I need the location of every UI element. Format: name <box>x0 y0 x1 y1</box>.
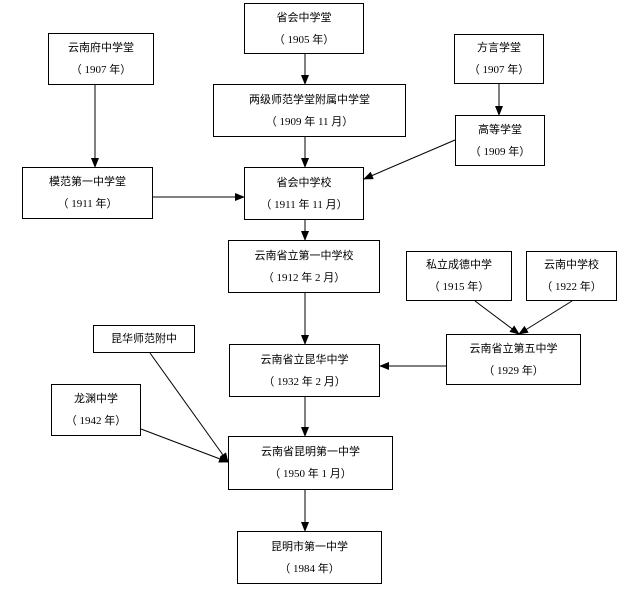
node-kunhua-fuzhong: 昆华师范附中 <box>93 325 195 353</box>
node-year: （ 1912 年 2 月） <box>262 271 346 284</box>
node-year: （ 1907 年） <box>468 64 530 76</box>
node-longyuan: 龙渊中学 （ 1942 年） <box>51 384 141 436</box>
node-name: 方言学堂 <box>477 41 521 54</box>
node-name: 模范第一中学堂 <box>49 175 126 188</box>
node-yunnan-zx: 云南中学校 （ 1922 年） <box>526 251 617 301</box>
node-mofan: 模范第一中学堂 （ 1911 年） <box>22 167 153 219</box>
node-year: （ 1950 年 1 月） <box>269 468 352 480</box>
node-year: （ 1922 年） <box>541 281 602 293</box>
node-year: （ 1909 年） <box>469 145 531 158</box>
node-year: （ 1911 年 11 月） <box>260 198 348 211</box>
node-kunhua: 云南省立昆华中学 （ 1932 年 2 月） <box>229 344 380 397</box>
node-gaodeng: 高等学堂 （ 1909 年） <box>455 115 545 166</box>
node-name: 龙渊中学 <box>74 392 118 405</box>
arrow-kunhua-fuzhong-to-kunming-diyi <box>149 352 229 463</box>
node-kunmingshi: 昆明市第一中学 （ 1984 年） <box>237 531 382 584</box>
node-name: 云南省立昆华中学 <box>260 352 349 366</box>
node-name: 云南中学校 <box>544 258 599 271</box>
arrow-sili-to-diwu <box>474 300 520 335</box>
node-diyi: 云南省立第一中学校 （ 1912 年 2 月） <box>228 240 380 293</box>
arrow-gaodeng-to-shenghui-xuexiao <box>363 139 456 180</box>
node-fangyan: 方言学堂 （ 1907 年） <box>454 34 544 84</box>
node-name: 省会中学校 <box>276 175 332 189</box>
node-shenghui-xuetang: 省会中学堂 （ 1905 年） <box>244 3 364 54</box>
node-sili: 私立成德中学 （ 1915 年） <box>406 251 512 301</box>
node-name: 昆明市第一中学 <box>271 539 348 553</box>
node-name: 私立成德中学 <box>426 258 492 271</box>
node-year: （ 1984 年） <box>279 562 340 575</box>
node-name: 云南府中学堂 <box>68 41 134 54</box>
node-name: 省会中学堂 <box>276 10 332 24</box>
node-year: （ 1915 年） <box>428 281 490 293</box>
node-name: 两级师范学堂附属中学堂 <box>249 92 370 106</box>
node-yunnanfu: 云南府中学堂 （ 1907 年） <box>48 33 154 85</box>
node-year: （ 1911 年） <box>57 198 118 210</box>
node-shenghui-xuexiao: 省会中学校 （ 1911 年 11 月） <box>244 167 364 220</box>
node-year: （ 1909 年 11 月） <box>265 115 354 128</box>
arrow-longyuan-to-kunming-diyi <box>140 428 229 463</box>
node-name: 云南省昆明第一中学 <box>261 445 360 458</box>
node-diwu: 云南省立第五中学 （ 1929 年） <box>446 334 581 385</box>
node-name: 云南省立第五中学 <box>469 341 558 355</box>
node-name: 昆华师范附中 <box>111 332 177 345</box>
node-year: （ 1942 年） <box>65 415 127 427</box>
node-liangji: 两级师范学堂附属中学堂 （ 1909 年 11 月） <box>213 84 406 137</box>
node-name: 云南省立第一中学校 <box>254 248 354 262</box>
node-year: （ 1929 年） <box>483 364 544 377</box>
node-year: （ 1905 年） <box>273 33 335 46</box>
node-year: （ 1907 年） <box>70 64 132 76</box>
arrow-yunnan-zx-to-diwu <box>518 300 573 335</box>
node-kunming-diyi: 云南省昆明第一中学 （ 1950 年 1 月） <box>228 436 393 490</box>
node-name: 高等学堂 <box>478 122 522 136</box>
node-year: （ 1932 年 2 月） <box>263 375 346 388</box>
